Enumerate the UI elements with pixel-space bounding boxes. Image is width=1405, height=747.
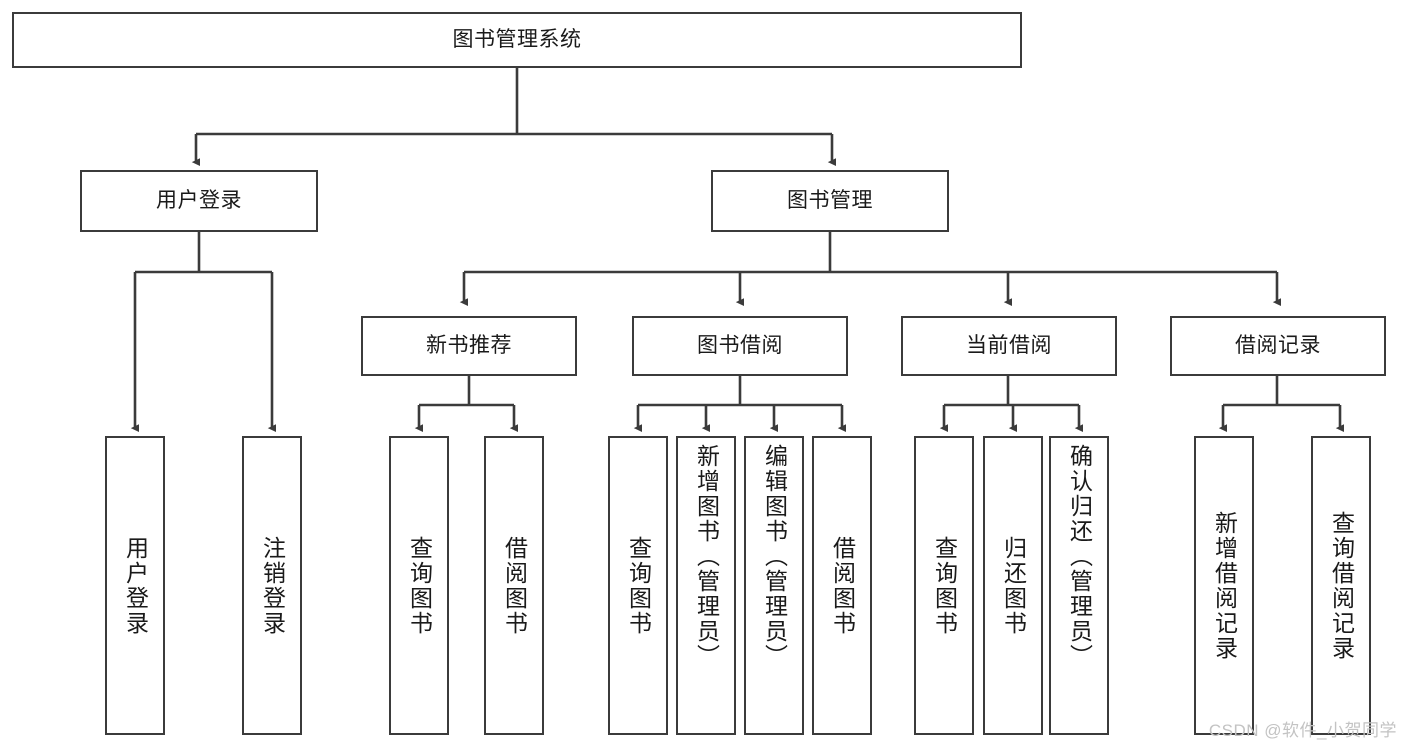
node-book-manage-label: 图书管理 <box>787 189 873 213</box>
node-leaf-return-book[interactable]: 归还图书 <box>983 436 1043 735</box>
node-leaf-borrow-book-2-label: 借阅图书 <box>829 535 856 636</box>
node-leaf-query-record[interactable]: 查询借阅记录 <box>1311 436 1371 735</box>
node-book-borrow-label: 图书借阅 <box>697 334 783 358</box>
node-leaf-borrow-book-1[interactable]: 借阅图书 <box>484 436 544 735</box>
node-leaf-borrow-book-1-label: 借阅图书 <box>501 535 528 636</box>
node-book-borrow[interactable]: 图书借阅 <box>632 316 848 376</box>
node-leaf-query-record-label: 查询借阅记录 <box>1328 510 1355 661</box>
node-leaf-confirm-return-label: 确认归还（管理员） <box>1066 444 1093 669</box>
node-user-login-label: 用户登录 <box>156 189 242 213</box>
node-leaf-add-record[interactable]: 新增借阅记录 <box>1194 436 1254 735</box>
node-leaf-logout-login-label: 注销登录 <box>259 535 286 636</box>
node-root-label: 图书管理系统 <box>452 28 582 52</box>
node-leaf-confirm-return[interactable]: 确认归还（管理员） <box>1049 436 1109 735</box>
node-leaf-query-book-2-label: 查询图书 <box>625 535 652 636</box>
node-leaf-add-book-label: 新增图书（管理员） <box>693 444 720 669</box>
node-leaf-edit-book-label: 编辑图书（管理员） <box>761 444 788 669</box>
node-leaf-edit-book[interactable]: 编辑图书（管理员） <box>744 436 804 735</box>
node-new-book-recommend[interactable]: 新书推荐 <box>361 316 577 376</box>
node-leaf-return-book-label: 归还图书 <box>1000 535 1027 636</box>
node-current-borrow-label: 当前借阅 <box>966 334 1052 358</box>
node-leaf-user-login[interactable]: 用户登录 <box>105 436 165 735</box>
node-leaf-query-book-1-label: 查询图书 <box>406 535 433 636</box>
node-leaf-query-book-3[interactable]: 查询图书 <box>914 436 974 735</box>
node-new-book-recommend-label: 新书推荐 <box>426 334 512 358</box>
node-leaf-add-record-label: 新增借阅记录 <box>1211 510 1238 661</box>
node-leaf-logout-login[interactable]: 注销登录 <box>242 436 302 735</box>
node-borrow-record-label: 借阅记录 <box>1235 334 1321 358</box>
node-leaf-query-book-3-label: 查询图书 <box>931 535 958 636</box>
node-book-manage[interactable]: 图书管理 <box>711 170 949 232</box>
node-borrow-record[interactable]: 借阅记录 <box>1170 316 1386 376</box>
node-leaf-add-book[interactable]: 新增图书（管理员） <box>676 436 736 735</box>
node-root[interactable]: 图书管理系统 <box>12 12 1022 68</box>
node-leaf-user-login-label: 用户登录 <box>122 535 149 636</box>
node-leaf-borrow-book-2[interactable]: 借阅图书 <box>812 436 872 735</box>
node-user-login[interactable]: 用户登录 <box>80 170 318 232</box>
node-leaf-query-book-1[interactable]: 查询图书 <box>389 436 449 735</box>
node-leaf-query-book-2[interactable]: 查询图书 <box>608 436 668 735</box>
node-current-borrow[interactable]: 当前借阅 <box>901 316 1117 376</box>
